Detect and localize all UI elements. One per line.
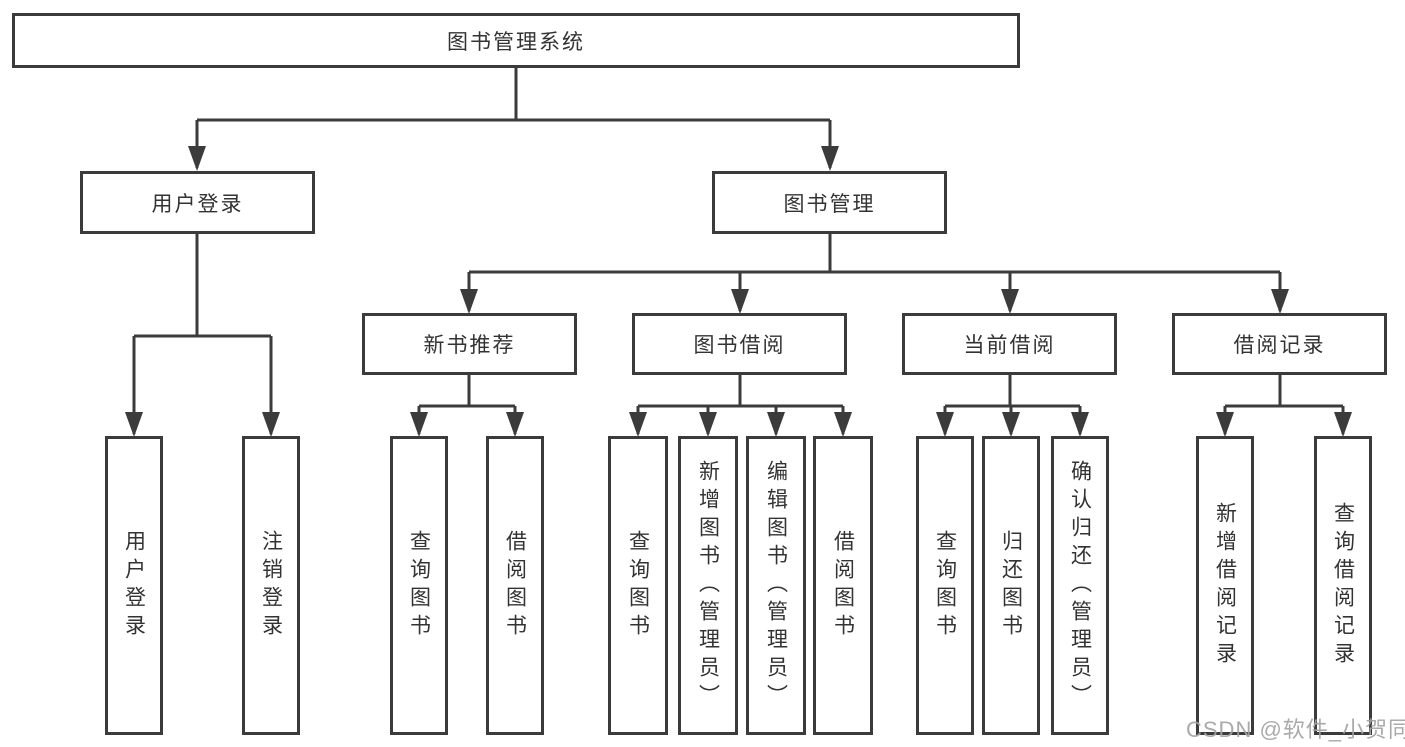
leaf-label: 注销登录 bbox=[259, 529, 283, 642]
leaf-label: 借阅图书 bbox=[831, 529, 855, 642]
leaf-label: 新增图书（管理员） bbox=[696, 459, 720, 712]
leaf-edit-book-admin: 编辑图书（管理员） bbox=[746, 436, 806, 735]
leaf-add-borrow-record: 新增借阅记录 bbox=[1196, 436, 1254, 735]
leaf-label: 查询图书 bbox=[933, 529, 957, 642]
leaf-user-login: 用户登录 bbox=[105, 436, 163, 735]
leaf-return-book: 归还图书 bbox=[982, 436, 1040, 735]
node-book-borrow: 图书借阅 bbox=[632, 313, 847, 375]
watermark: CSDN @软件_小贺同学 bbox=[1186, 717, 1405, 742]
node-root: 图书管理系统 bbox=[12, 13, 1020, 68]
leaf-label: 归还图书 bbox=[999, 529, 1023, 642]
node-new-book-recommend: 新书推荐 bbox=[362, 313, 577, 375]
leaf-query-books-recommend: 查询图书 bbox=[390, 436, 448, 735]
leaf-label: 新增借阅记录 bbox=[1213, 501, 1237, 670]
leaf-logout: 注销登录 bbox=[242, 436, 300, 735]
leaf-label: 编辑图书（管理员） bbox=[764, 459, 788, 712]
leaf-label: 用户登录 bbox=[122, 529, 146, 642]
leaf-label: 查询借阅记录 bbox=[1331, 501, 1355, 670]
leaf-label: 确认归还（管理员） bbox=[1068, 459, 1092, 712]
leaf-add-book-admin: 新增图书（管理员） bbox=[678, 436, 738, 735]
node-book-management: 图书管理 bbox=[712, 171, 947, 234]
node-user-login: 用户登录 bbox=[80, 171, 315, 234]
leaf-label: 查询图书 bbox=[407, 529, 431, 642]
leaf-label: 查询图书 bbox=[626, 529, 650, 642]
leaf-borrow-books: 借阅图书 bbox=[813, 436, 873, 735]
node-borrow-records: 借阅记录 bbox=[1172, 313, 1387, 375]
leaf-borrow-books-recommend: 借阅图书 bbox=[486, 436, 544, 735]
leaf-label: 借阅图书 bbox=[503, 529, 527, 642]
leaf-query-borrow-record: 查询借阅记录 bbox=[1314, 436, 1372, 735]
node-current-borrow: 当前借阅 bbox=[902, 313, 1117, 375]
leaf-query-books-current: 查询图书 bbox=[916, 436, 974, 735]
leaf-confirm-return-admin: 确认归还（管理员） bbox=[1051, 436, 1109, 735]
leaf-query-books-borrow: 查询图书 bbox=[608, 436, 668, 735]
